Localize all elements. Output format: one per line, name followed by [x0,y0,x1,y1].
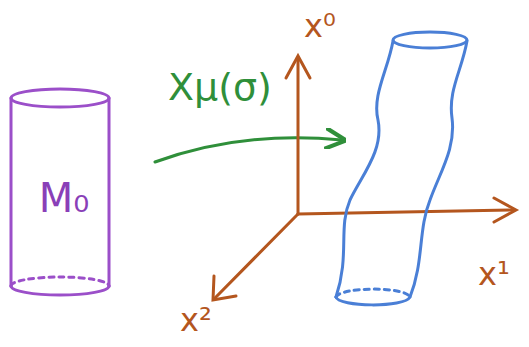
worldsheet-tube [336,32,467,305]
map-label: Xμ(σ) [168,68,272,106]
cylinder-side [108,98,111,286]
axis-label: x⁰ [304,10,336,42]
cylinder-bottom-hidden [11,277,109,286]
x2-axis [215,214,298,298]
cylinder-bottom [11,286,109,295]
tube-bottom [336,297,410,305]
cylinder-top [11,89,109,107]
tube-side [336,41,393,297]
tube-top [393,32,467,48]
tube-side [410,41,467,297]
map-arrow [155,138,342,162]
arrowhead [494,198,516,222]
axis-label: x¹ [478,258,510,290]
x1-axis [298,210,514,214]
arrowhead [286,56,310,78]
axis-label: x² [180,304,212,336]
x0-axis [297,58,300,214]
tube-bottom-hidden [336,289,410,297]
arrowhead [213,276,236,300]
worldsheet-cylinder: M₀ [8,86,112,298]
cylinder-side [10,98,13,286]
manifold-name: M₀ [39,178,90,218]
